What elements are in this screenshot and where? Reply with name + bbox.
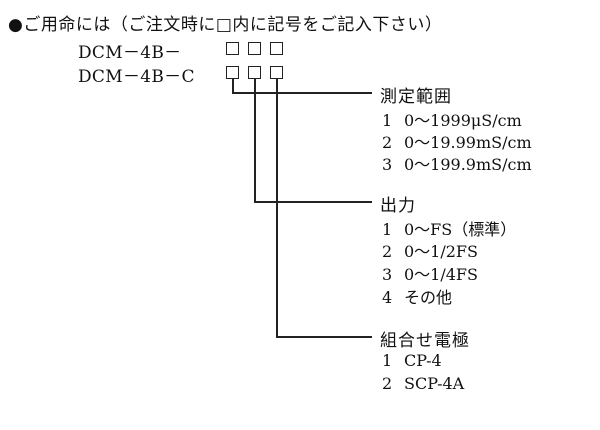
code-box — [248, 42, 261, 55]
code-box — [226, 42, 239, 55]
model-code-line-1: DCM－4B－ — [78, 43, 182, 63]
connector-electrode-vertical — [276, 79, 278, 336]
connector-range-horizontal — [232, 92, 372, 94]
connector-output-horizontal — [254, 201, 372, 203]
section-title-output: 出力 — [380, 196, 416, 216]
code-box-electrode — [270, 66, 283, 79]
section-title-measurement-range: 測定範囲 — [380, 87, 452, 107]
order-instruction-heading: ●ご用命には（ご注文時に□内に記号をご記入下さい） — [8, 15, 443, 35]
model-code-line-2: DCM－4B－C — [78, 67, 195, 87]
code-box-range — [226, 66, 239, 79]
connector-electrode-horizontal — [276, 336, 372, 338]
connector-output-vertical — [254, 79, 256, 201]
section-title-combination-electrode: 組合せ電極 — [380, 331, 470, 351]
code-box-output — [248, 66, 261, 79]
code-box — [270, 42, 283, 55]
connector-range-vertical — [232, 79, 234, 92]
